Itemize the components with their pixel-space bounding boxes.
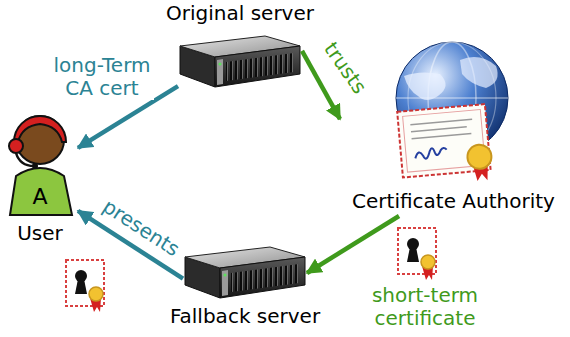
node-label: Fallback server [170, 305, 320, 328]
badge-letter: A [32, 184, 47, 209]
edge-label: long-Term CA cert [50, 54, 154, 100]
ca-certificate-icon [397, 104, 493, 188]
user-certificate-icon-part [66, 260, 104, 312]
server-node: Original server [178, 34, 302, 90]
node-label: Certificate Authority [352, 190, 555, 213]
globe-icon-part [396, 97, 508, 99]
user-icon-part [10, 168, 72, 215]
user-icon [9, 116, 72, 215]
short-term-certificate-icon [398, 228, 436, 280]
user-node: AUser [6, 110, 78, 218]
ca-certificate-icon-part [411, 127, 467, 132]
fallback-server-icon [185, 247, 305, 298]
edge-label: trusts [319, 38, 371, 98]
short-term-certificate-icon-part [398, 228, 436, 280]
fallback-server-icon-part [185, 247, 305, 298]
node-label: Original server [166, 2, 314, 25]
user-icon-part [32, 163, 38, 169]
original-server-icon [180, 36, 300, 87]
globe-icon-part [460, 57, 498, 88]
arrow-connector [307, 216, 399, 273]
globe-icon-part [404, 72, 446, 100]
ca-certificate-icon-part [412, 133, 472, 138]
original-server-icon-part [180, 36, 300, 87]
ca-certificate-icon-part [410, 119, 472, 124]
edge-label: short-term certificate [360, 284, 490, 330]
user-icon-part [14, 116, 66, 142]
ca-certificate-icon-part [415, 147, 448, 160]
edge-label: presents [98, 195, 183, 261]
user-icon-part [9, 139, 23, 153]
ca-certificate-icon-part [466, 144, 492, 170]
authority-node: Certificate Authority [340, 40, 567, 216]
node-label: User [17, 222, 63, 245]
user-icon-part [16, 153, 34, 166]
user-certificate-icon [66, 260, 104, 312]
server-node: Fallback server [183, 245, 307, 301]
